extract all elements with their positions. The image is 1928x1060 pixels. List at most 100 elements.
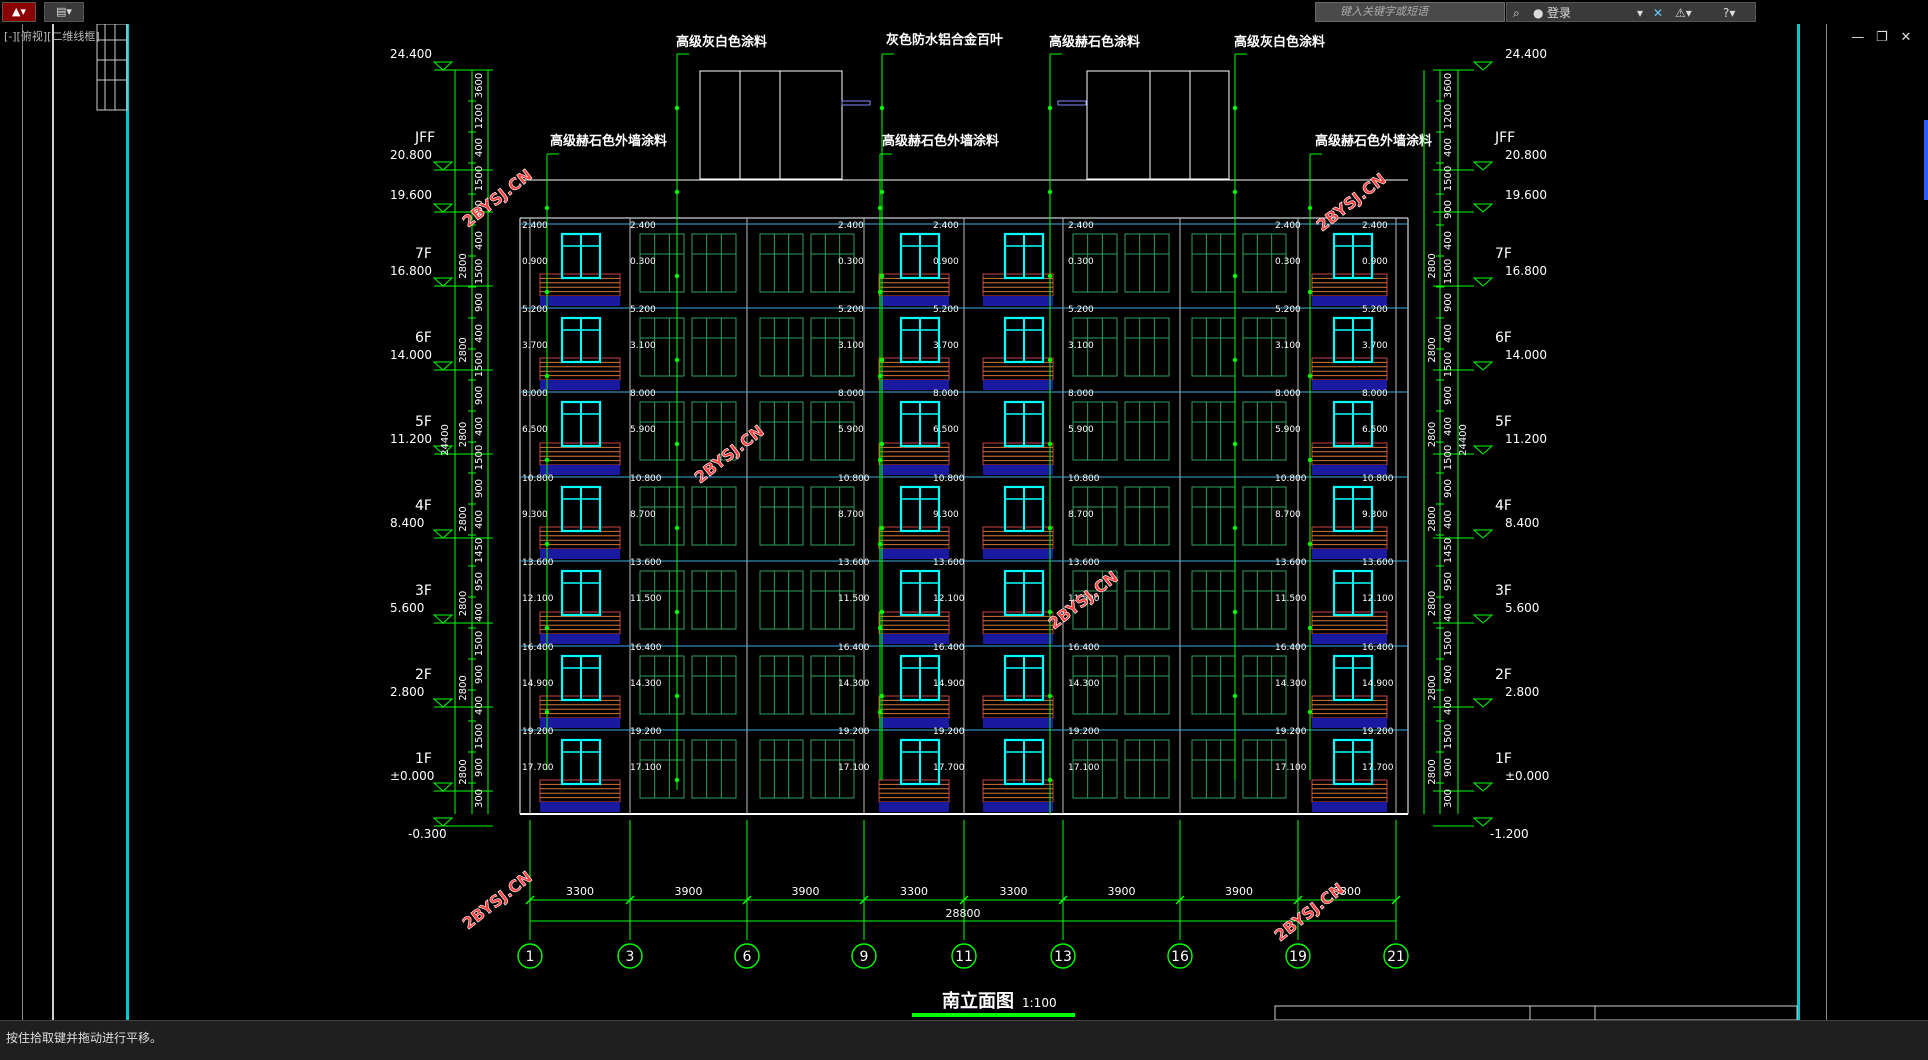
total-height: 24400 xyxy=(440,424,451,456)
window-elevation: 17.700 xyxy=(1362,763,1394,773)
dimension-text: 400 xyxy=(474,138,485,157)
window-elevation: 10.800 xyxy=(630,474,662,484)
binoculars-icon[interactable]: ⌕ xyxy=(1513,6,1520,20)
story-dimension: 2800 xyxy=(1427,675,1438,700)
hall-window xyxy=(1242,655,1287,715)
hall-window xyxy=(759,739,804,799)
window-elevation: 5.900 xyxy=(630,425,656,435)
window-elevation: 16.400 xyxy=(1362,643,1394,653)
parapet-elevation-left: 19.600 xyxy=(390,188,432,202)
dimension-tick xyxy=(959,895,969,905)
window-elevation: 17.100 xyxy=(1068,763,1100,773)
level-marker xyxy=(432,361,454,371)
dimension-text: 1200 xyxy=(474,104,485,129)
story-dimension: 2800 xyxy=(458,675,469,700)
window-elevation: 13.600 xyxy=(1362,558,1394,568)
hall-window xyxy=(1072,570,1118,630)
callout-dot xyxy=(674,777,680,783)
dimension-text: 1500 xyxy=(1443,631,1454,656)
login-button[interactable]: 登录 xyxy=(1547,6,1572,20)
login-dropdown-icon[interactable]: ▾ xyxy=(1637,6,1644,20)
hall-window xyxy=(810,739,855,799)
level-marker xyxy=(1472,529,1494,539)
window-elevation: 5.200 xyxy=(1275,305,1301,315)
window-elevation: 9.300 xyxy=(522,510,548,520)
save-icon[interactable]: ▤▾ xyxy=(44,2,84,22)
hall-window xyxy=(1191,570,1236,630)
window-elevation: 13.600 xyxy=(1068,558,1100,568)
search-input[interactable]: 键入关键字或短语 xyxy=(1315,2,1505,22)
callout-dot xyxy=(1047,105,1053,111)
window-elevation: 19.200 xyxy=(1068,727,1100,737)
axis-label: 3 xyxy=(626,949,635,965)
hall-window xyxy=(1242,486,1287,546)
callout-dot xyxy=(1232,609,1238,615)
hall-window xyxy=(639,233,685,293)
autocad-logo-icon[interactable]: ▲▾ xyxy=(2,2,36,22)
axis-label: 9 xyxy=(860,949,869,965)
floor-label: 7F xyxy=(1495,246,1512,262)
callout-dot xyxy=(877,205,883,211)
window-elevation: 5.200 xyxy=(1068,305,1094,315)
window-elevation: 0.300 xyxy=(630,257,656,267)
dimension-text: 3600 xyxy=(1443,73,1454,98)
hall-window xyxy=(639,401,685,461)
window-elevation: 0.300 xyxy=(838,257,864,267)
hall-window xyxy=(1191,317,1236,377)
material-callout: 高级赫石色外墙涂料 xyxy=(550,133,667,149)
window-elevation: 8.700 xyxy=(630,510,656,520)
floor-label: 6F xyxy=(415,330,432,346)
roof-elevation-right: 24.400 xyxy=(1505,47,1547,61)
quick-access-toolbar: ▲▾ ▤▾ ▸ 键入关键字或短语 ⌕ ● 登录 ▾ ✕ ⚠▾ ?▾ xyxy=(0,0,1928,24)
balcony-slab xyxy=(1312,634,1387,644)
hall-window xyxy=(691,739,737,799)
window-elevation: 16.400 xyxy=(838,643,870,653)
level-marker xyxy=(1472,203,1494,213)
balcony-slab xyxy=(879,296,949,306)
close-icon[interactable]: ✕ xyxy=(1900,30,1912,45)
callout-dot xyxy=(1232,525,1238,531)
dimension-text: 400 xyxy=(474,417,485,436)
hall-window xyxy=(691,655,737,715)
level-marker xyxy=(432,782,454,792)
callout-dot xyxy=(544,373,550,379)
restore-icon[interactable]: ❐ xyxy=(1876,30,1888,45)
help-icon[interactable]: ?▾ xyxy=(1723,6,1736,20)
floor-label: 3F xyxy=(415,583,432,599)
dimension-text: 400 xyxy=(474,603,485,622)
level-marker xyxy=(1472,277,1494,287)
story-dimension: 2800 xyxy=(1427,422,1438,447)
dimension-text: 950 xyxy=(1443,572,1454,591)
callout-dot xyxy=(1232,273,1238,279)
hall-window xyxy=(691,570,737,630)
user-icon[interactable]: ● xyxy=(1533,6,1544,20)
dimension-text: 400 xyxy=(474,231,485,250)
drawing-canvas[interactable]: 高级灰白色涂料灰色防水铝合金百叶高级赫石色涂料高级灰白色涂料高级赫石色外墙涂料高… xyxy=(0,24,1928,1020)
balcony-slab xyxy=(879,634,949,644)
dimension-tick xyxy=(742,895,752,905)
axis-label: 19 xyxy=(1289,949,1307,965)
callout-dot xyxy=(877,289,883,295)
level-marker xyxy=(432,61,454,71)
hall-window xyxy=(1124,570,1170,630)
balcony-slab xyxy=(983,296,1053,306)
window-elevation: 10.800 xyxy=(1068,474,1100,484)
callout-dot xyxy=(879,189,885,195)
axis-label: 11 xyxy=(955,949,973,965)
floor-elevation: 14.000 xyxy=(390,348,432,362)
window-elevation: 2.400 xyxy=(838,221,864,231)
exchange-icon[interactable]: ✕ xyxy=(1653,6,1664,20)
a360-icon[interactable]: ⚠▾ xyxy=(1675,6,1692,20)
minimize-icon[interactable]: — xyxy=(1851,30,1865,45)
window-elevation: 2.400 xyxy=(933,221,959,231)
level-marker xyxy=(1472,782,1494,792)
window-elevation: 13.600 xyxy=(933,558,965,568)
window-elevation: 3.100 xyxy=(838,341,864,351)
hall-window xyxy=(1124,486,1170,546)
story-dimension: 2800 xyxy=(458,506,469,531)
span-dimension: 3300 xyxy=(1333,885,1361,898)
material-callout: 高级赫石色涂料 xyxy=(1049,34,1140,50)
viewport-controls[interactable]: [-][俯视][二维线框] xyxy=(4,30,100,43)
floor-elevation: 8.400 xyxy=(1505,516,1539,530)
callout-dot xyxy=(1307,289,1313,295)
